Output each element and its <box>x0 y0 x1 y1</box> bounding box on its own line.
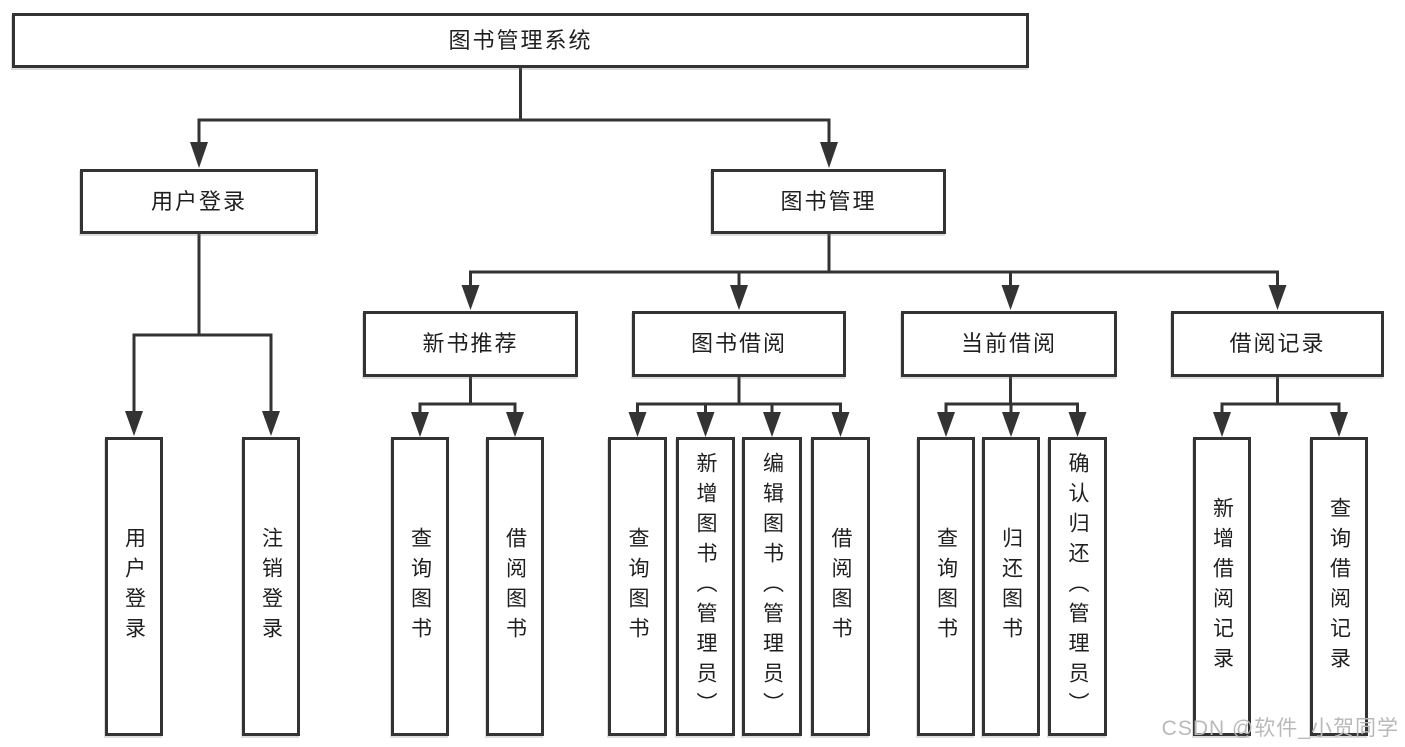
leaf-user-login: 用户登录 <box>105 437 163 736</box>
leaf-return-book: 归还图书 <box>982 437 1040 736</box>
leaf-query-books-current: 查询图书 <box>917 437 975 736</box>
leaf-borrow-books-borrowing: 借阅图书 <box>811 437 870 736</box>
leaf-logout: 注销登录 <box>242 437 300 736</box>
node-new-book-recommend: 新书推荐 <box>363 311 578 377</box>
csdn-watermark: CSDN @软件_小贺同学 <box>1161 717 1399 740</box>
leaf-add-borrow-record: 新增借阅记录 <box>1193 437 1251 736</box>
leaf-query-books-recommend: 查询图书 <box>391 437 449 736</box>
leaf-edit-book-admin: 编辑图书（管理员） <box>742 437 802 736</box>
leaf-query-borrow-record: 查询借阅记录 <box>1310 437 1368 736</box>
node-current-borrowing: 当前借阅 <box>901 311 1117 377</box>
leaf-borrow-books-recommend: 借阅图书 <box>486 437 544 736</box>
node-library-system: 图书管理系统 <box>12 13 1029 68</box>
node-borrow-records: 借阅记录 <box>1171 311 1384 377</box>
node-book-borrowing: 图书借阅 <box>632 311 846 377</box>
leaf-query-books-borrowing: 查询图书 <box>608 437 667 736</box>
node-book-management: 图书管理 <box>711 169 946 234</box>
leaf-add-book-admin: 新增图书（管理员） <box>676 437 735 736</box>
node-user-login: 用户登录 <box>80 169 318 234</box>
leaf-confirm-return-admin: 确认归还（管理员） <box>1048 437 1107 736</box>
